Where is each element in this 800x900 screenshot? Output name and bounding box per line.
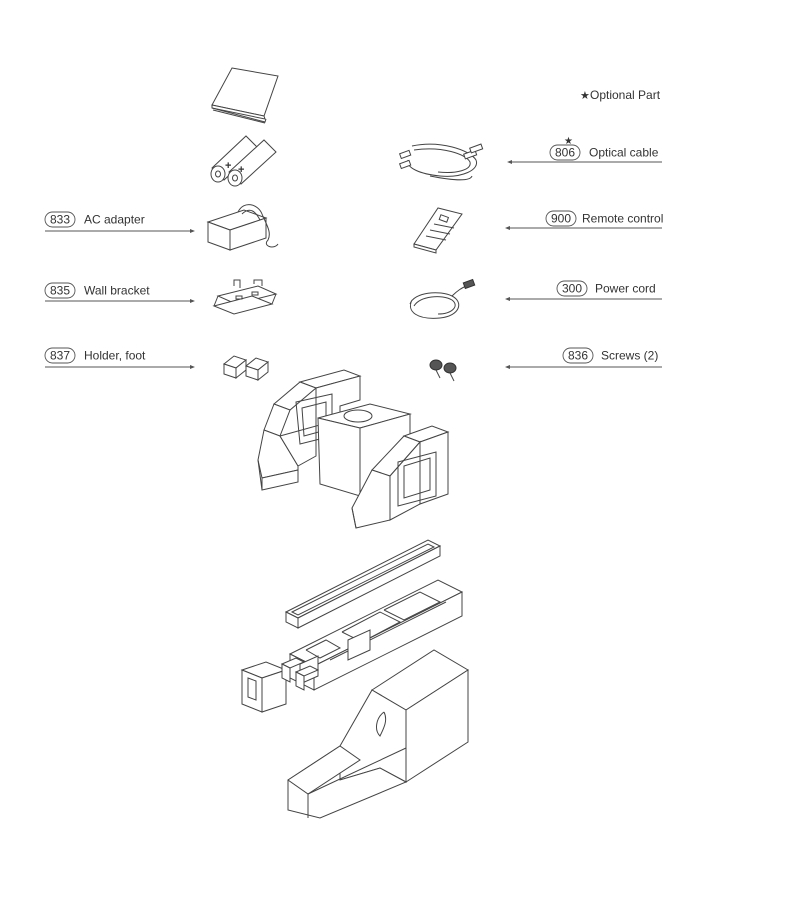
part-number-badge [562,347,594,364]
battery-plus-mark: + [238,164,244,176]
callout-power-cord: 300 Power cord [505,280,662,301]
callout-remote-control: 900 Remote control [505,210,663,230]
batteries-illustration: + + [210,135,277,187]
sound-bar-illustration [284,539,442,629]
part-number-badge [545,210,577,227]
packing-foam-end-cap-front [351,425,450,529]
part-number-badge [44,347,76,364]
callout-ac-adapter: 833 AC adapter [44,211,195,233]
part-label: Power cord [595,282,656,296]
part-number: 833 [50,213,70,227]
packing-spacer-blocks [240,657,320,713]
optical-cable-illustration [398,143,484,181]
packing-tray-illustration [288,579,464,691]
battery-plus-mark: + [225,160,231,172]
part-label: Remote control [582,212,663,226]
screws-illustration [429,359,457,382]
manual-booklet-illustration [211,67,279,124]
callout-optical-cable: ★ 806 Optical cable [507,136,662,164]
part-label: Optical cable [589,146,659,160]
part-label: Holder, foot [84,349,146,363]
packing-foam-end-cap-back [257,369,362,491]
ac-adapter-illustration [206,204,279,251]
optional-star-icon: ★ [564,136,573,147]
legend-text: Optional Part [590,88,661,102]
part-number: 837 [50,349,70,363]
callout-holder-foot: 837 Holder, foot [44,347,195,369]
part-number-badge [44,211,76,228]
wall-bracket-illustration [212,279,278,315]
callout-wall-bracket: 835 Wall bracket [44,282,195,303]
part-number: 300 [562,282,582,296]
holder-foot-illustration [222,355,270,382]
part-number: 835 [50,284,70,298]
part-label: AC adapter [84,213,145,227]
part-number: 836 [568,349,588,363]
optional-part-legend: ★ Optional Part [580,88,661,102]
remote-control-illustration [413,207,463,254]
callout-screws: 836 Screws (2) [505,347,662,369]
power-cord-illustration [409,278,476,319]
legend-star-icon: ★ [580,90,590,102]
part-label: Wall bracket [84,284,150,298]
part-number: 900 [551,212,571,226]
part-number-badge [549,144,581,161]
part-number-badge [556,280,588,297]
part-number-badge [44,282,76,299]
part-number: 806 [555,146,575,160]
part-label: Screws (2) [601,349,658,363]
main-carton-illustration [287,649,469,819]
